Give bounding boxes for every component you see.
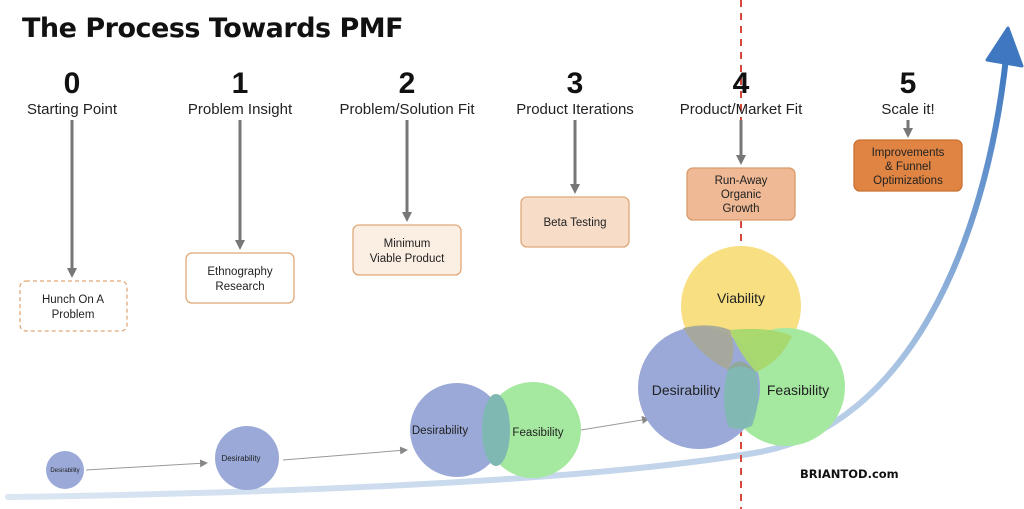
stage-2-box-line-1: Minimum xyxy=(384,238,431,250)
stage-0-label: Starting Point xyxy=(27,101,118,118)
desirability-label-b: Desirability xyxy=(221,454,260,463)
desirability-circle-c xyxy=(410,383,504,477)
stage-5-box xyxy=(853,139,963,192)
stage-1-number: 1 xyxy=(232,67,249,100)
stage-4-box-line-1: Run-Away xyxy=(715,175,768,187)
stage-2-label: Problem/Solution Fit xyxy=(339,101,475,118)
overlap-desirability-feasibility xyxy=(724,365,759,429)
stage-4-box-line-2: Organic xyxy=(721,189,762,201)
stage-4-box-line-3: Growth xyxy=(722,203,759,215)
stage-4-box xyxy=(686,167,796,221)
stage-5-box-line-3: Optimizations xyxy=(873,175,943,187)
overlap-center xyxy=(728,361,756,372)
stage-3-label: Product Iterations xyxy=(516,101,634,118)
connector-arrow-3 xyxy=(580,416,650,431)
stage-0-number: 0 xyxy=(64,67,81,100)
stage-3-box xyxy=(520,196,630,248)
viability-label-d: Viability xyxy=(717,290,765,306)
overlap-viability-desirability xyxy=(683,325,734,370)
stage-2-box-line-2: Viable Product xyxy=(370,253,445,265)
stage-0-box-line-2: Problem xyxy=(52,309,95,321)
stage-5-number: 5 xyxy=(900,67,917,100)
desirability-circle-b xyxy=(215,426,279,490)
stage-1-box-line-2: Research xyxy=(215,281,264,293)
connector-arrow-2 xyxy=(282,446,408,461)
stage-0-box xyxy=(19,280,128,332)
feasibility-label-d: Feasibility xyxy=(767,382,829,398)
stage-5-label: Scale it! xyxy=(881,101,934,118)
stage-2-box xyxy=(352,224,462,276)
circle-group-a: Desirability xyxy=(46,451,84,489)
page-title: The Process Towards PMF xyxy=(22,13,403,44)
stage-1-box-line-1: Ethnography xyxy=(207,266,272,278)
stage-5-box-line-2: & Funnel xyxy=(885,161,931,173)
stage-5: 5 Scale it! Improvements & Funnel Optimi… xyxy=(853,67,963,192)
stage-4-label: Product/Market Fit xyxy=(680,101,803,118)
connector-arrow-1 xyxy=(85,459,208,471)
overlap-viability-feasibility xyxy=(730,328,792,372)
stage-2-number: 2 xyxy=(399,67,416,100)
stage-3-number: 3 xyxy=(567,67,584,100)
stage-0-box-line-1: Hunch On A xyxy=(42,294,104,306)
growth-curve xyxy=(5,55,1009,500)
desirability-label-a: Desirability xyxy=(50,468,79,474)
stage-1-box xyxy=(185,252,295,304)
circle-group-d: Viability Desirability Feasibility xyxy=(638,246,845,449)
stage-3: 3 Product Iterations Beta Testing xyxy=(516,67,634,248)
stage-1-label: Problem Insight xyxy=(188,101,293,118)
desirability-label-d: Desirability xyxy=(652,382,720,398)
growth-curve-arrowhead xyxy=(985,26,1024,68)
stage-3-box-line-1: Beta Testing xyxy=(543,217,606,229)
feasibility-label-c: Feasibility xyxy=(512,427,563,439)
stage-2: 2 Problem/Solution Fit Minimum Viable Pr… xyxy=(339,67,475,276)
stage-4: 4 Product/Market Fit Run-Away Organic Gr… xyxy=(680,67,803,221)
overlap-lens-c xyxy=(482,394,510,466)
desirability-circle-a xyxy=(46,451,84,489)
stage-1: 1 Problem Insight Ethnography Research xyxy=(185,67,295,304)
feasibility-circle-c xyxy=(485,382,581,478)
stage-0: 0 Starting Point Hunch On A Problem xyxy=(19,67,128,332)
desirability-label-c: Desirability xyxy=(412,425,468,437)
circle-group-b: Desirability xyxy=(215,426,279,490)
stage-4-number: 4 xyxy=(733,67,750,100)
circle-group-c: Desirability Feasibility xyxy=(410,382,581,478)
stage-5-box-line-1: Improvements xyxy=(872,147,945,159)
brand-credit: BRIANTOD.com xyxy=(800,467,899,481)
